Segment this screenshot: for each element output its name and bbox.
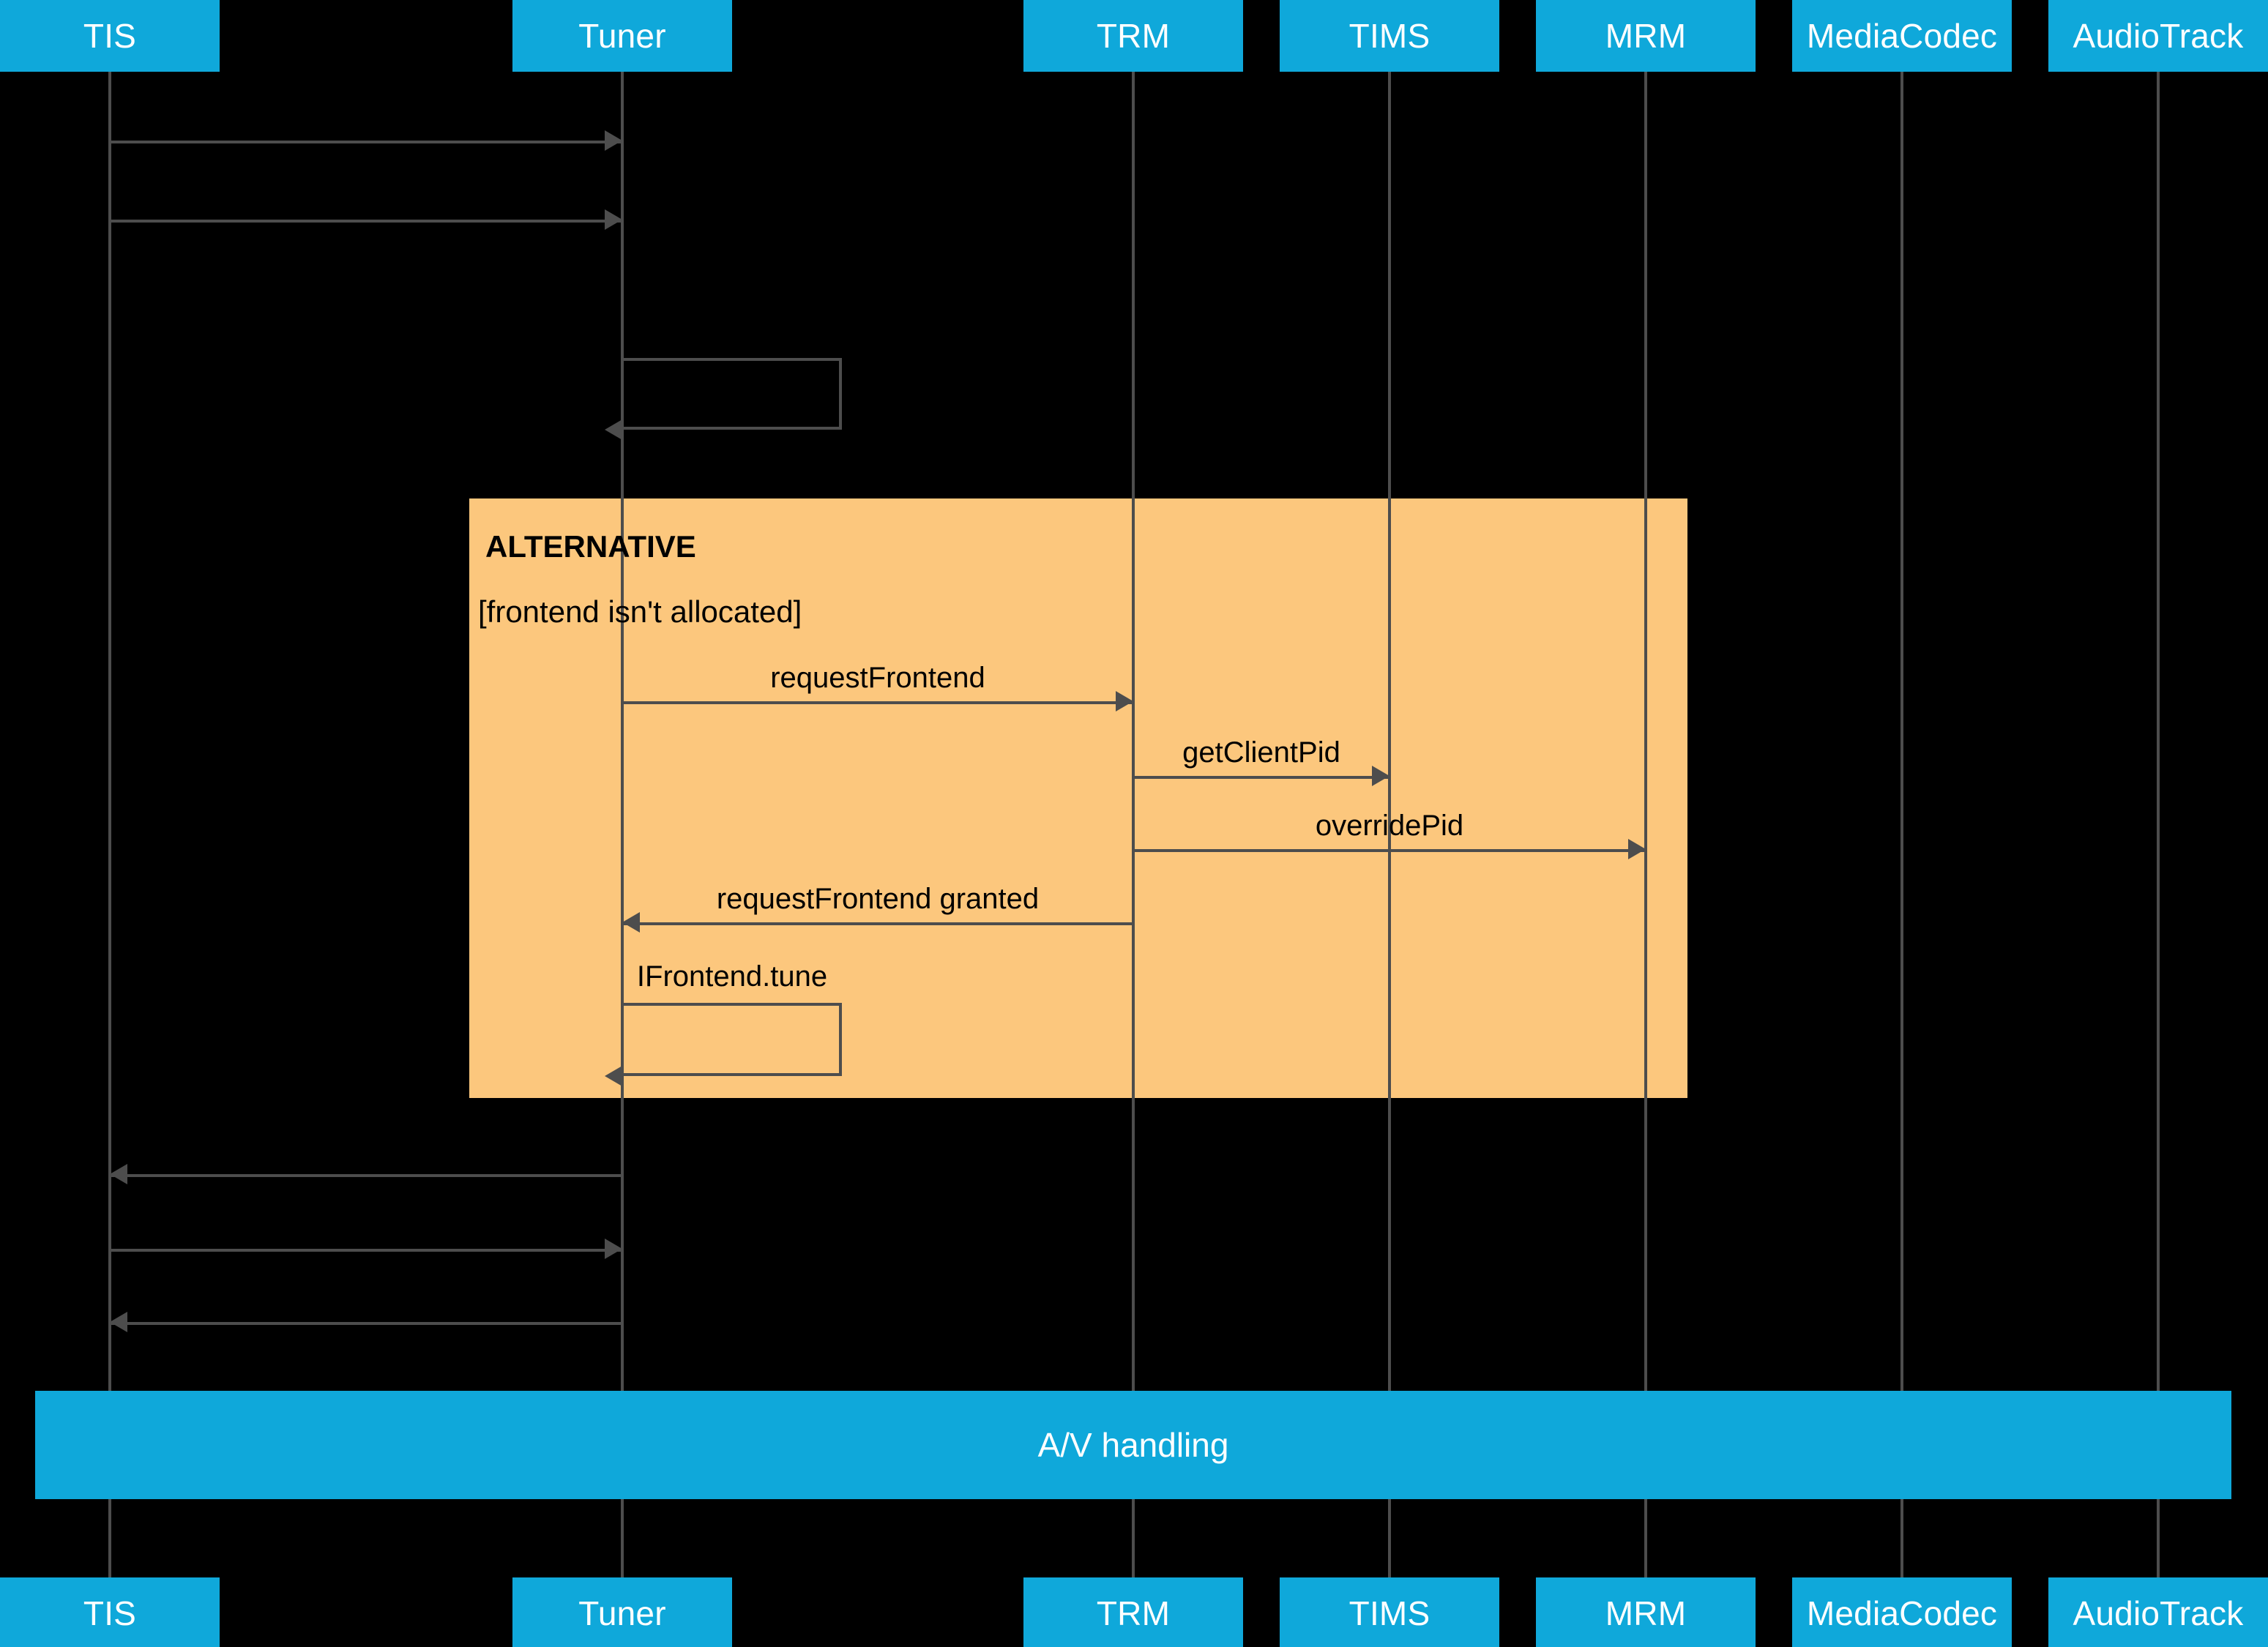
lifeline-tis: [108, 72, 111, 1577]
self-call-arrowhead-s8: [605, 1066, 622, 1086]
participant-header-tims[interactable]: TIMS: [1280, 0, 1499, 72]
self-call-box-s1: [622, 358, 842, 430]
self-call-label-s8: IFrontend.tune: [636, 960, 828, 993]
fragment-guard: [frontend isn't allocated]: [478, 594, 802, 629]
lifeline-trm-in-fragment: [1132, 498, 1135, 1098]
message-arrowhead-m9: [110, 1164, 127, 1184]
message-arrowhead-m5: [1372, 766, 1389, 786]
message-line-m2: [110, 220, 622, 223]
participant-header-audiotrack[interactable]: AudioTrack: [2048, 0, 2268, 72]
participant-footer-trm[interactable]: TRM: [1023, 1577, 1243, 1647]
participant-header-mrm[interactable]: MRM: [1536, 0, 1756, 72]
message-line-m1: [110, 141, 622, 143]
lifeline-tuner-in-fragment: [621, 498, 624, 1098]
message-label-m4: requestFrontend: [770, 662, 985, 694]
self-call-arrowhead-s1: [605, 419, 622, 440]
participant-footer-tis[interactable]: TIS: [0, 1577, 220, 1647]
message-arrowhead-m1: [605, 130, 622, 151]
message-line-m7: [622, 922, 1133, 925]
lifeline-audiotrack: [2157, 72, 2160, 1577]
lifeline-mrm-in-fragment: [1644, 498, 1647, 1098]
message-line-m10: [110, 1249, 622, 1252]
message-arrowhead-m4: [1116, 691, 1133, 712]
participant-footer-tims[interactable]: TIMS: [1280, 1577, 1499, 1647]
message-line-m5: [1133, 776, 1389, 779]
message-line-m9: [110, 1174, 622, 1177]
message-arrowhead-m2: [605, 209, 622, 230]
participant-footer-mediacodec[interactable]: MediaCodec: [1792, 1577, 2012, 1647]
lifeline-tims-in-fragment: [1388, 498, 1391, 1098]
message-arrowhead-m10: [605, 1239, 622, 1259]
participant-footer-mrm[interactable]: MRM: [1536, 1577, 1756, 1647]
message-label-m5: getClientPid: [1182, 736, 1340, 769]
participant-header-tuner[interactable]: Tuner: [512, 0, 732, 72]
message-line-m4: [622, 701, 1133, 704]
message-label-m6: overridePid: [1315, 810, 1464, 842]
av-handling-bar: A/V handling: [35, 1391, 2231, 1499]
fragment-title: ALTERNATIVE: [485, 529, 696, 564]
lifeline-mediacodec: [1900, 72, 1903, 1577]
participant-header-trm[interactable]: TRM: [1023, 0, 1243, 72]
message-arrowhead-m6: [1628, 839, 1646, 859]
message-label-m7: requestFrontend granted: [716, 883, 1040, 915]
message-line-m6: [1133, 849, 1646, 852]
participant-header-mediacodec[interactable]: MediaCodec: [1792, 0, 2012, 72]
alternative-fragment: [469, 498, 1687, 1098]
participant-footer-audiotrack[interactable]: AudioTrack: [2048, 1577, 2268, 1647]
message-line-m11: [110, 1322, 622, 1325]
message-arrowhead-m11: [110, 1312, 127, 1332]
self-call-box-s8: [622, 1003, 842, 1076]
participant-header-tis[interactable]: TIS: [0, 0, 220, 72]
participant-footer-tuner[interactable]: Tuner: [512, 1577, 732, 1647]
message-arrowhead-m7: [622, 912, 640, 933]
